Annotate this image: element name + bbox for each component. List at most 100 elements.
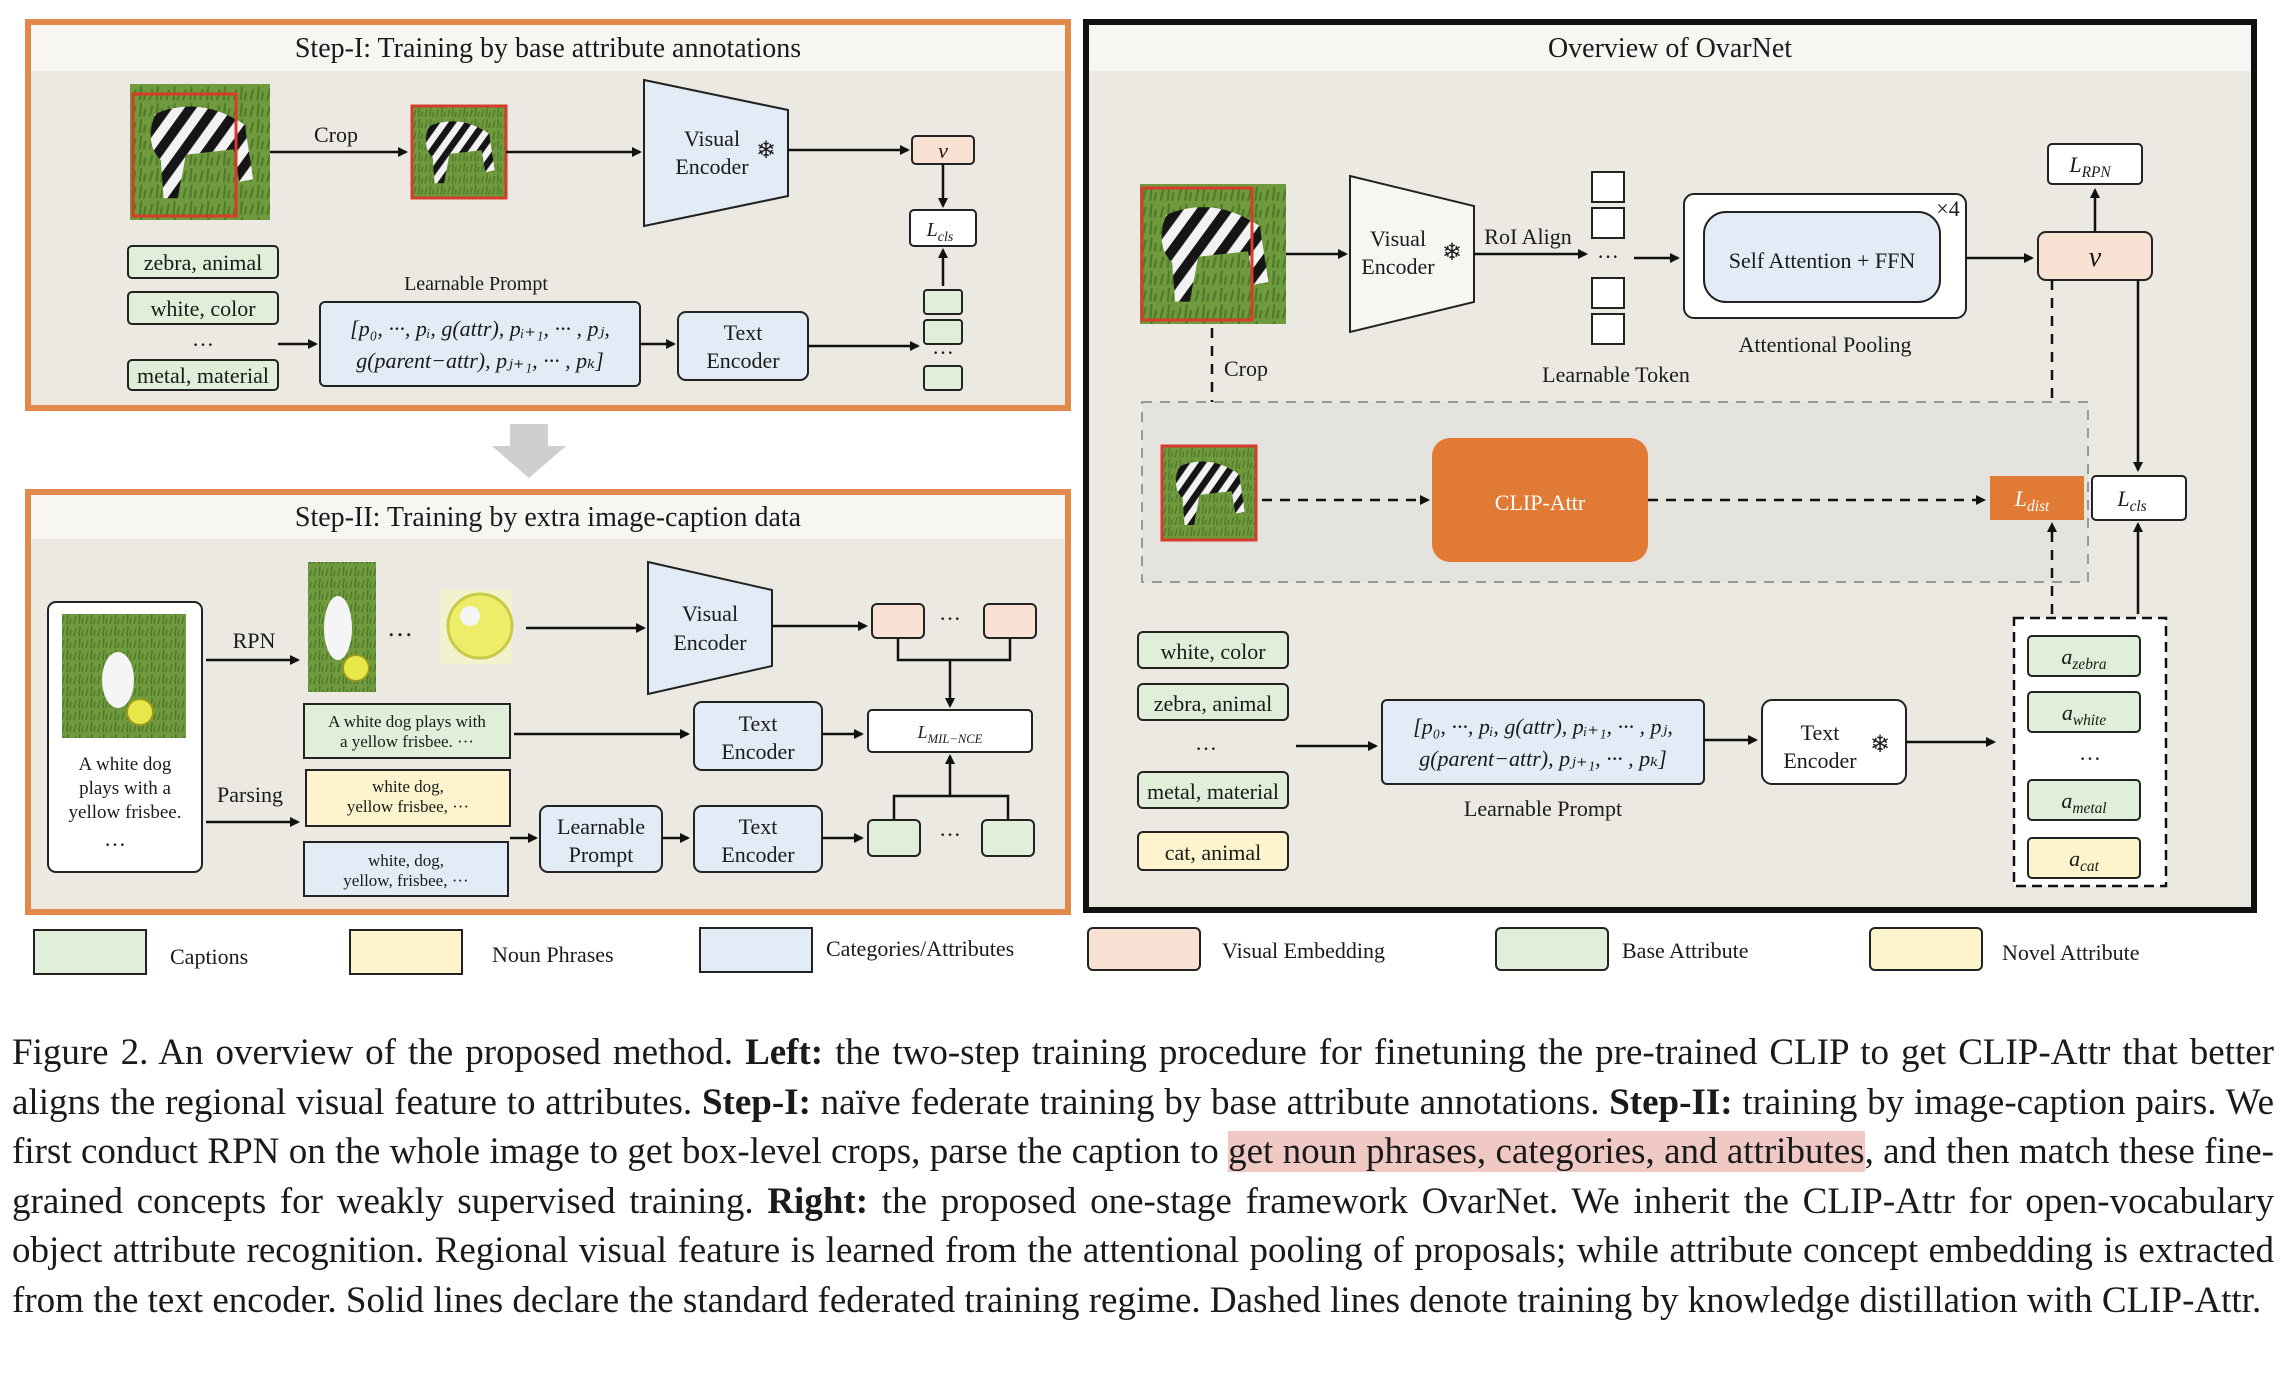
step1-title: Step-I: Training by base attribute annot… bbox=[295, 33, 801, 64]
svg-text:A white dog: A white dog bbox=[79, 754, 172, 775]
svg-text:Text: Text bbox=[1801, 720, 1840, 745]
svg-text:Lcls: Lcls bbox=[2116, 486, 2146, 515]
snowflake-icon: ❄ bbox=[1870, 732, 1890, 758]
step2-image-caption-card: A white dog plays with a yellow frisbee.… bbox=[47, 601, 203, 873]
svg-text:…: … bbox=[2079, 740, 2101, 765]
svg-text:yellow, frisbee, ···: yellow, frisbee, ··· bbox=[343, 871, 468, 890]
step1-crop-label: Crop bbox=[314, 122, 358, 147]
figure-diagram: Step-I: Training by base attribute annot… bbox=[25, 19, 2257, 975]
step1-attribute-list: zebra, animal white, color … metal, mate… bbox=[127, 245, 279, 391]
overview-lrpn-box bbox=[2047, 143, 2143, 185]
step2-frisbee-crop bbox=[440, 590, 514, 664]
step2-visual-encoder: Visual Encoder bbox=[647, 560, 773, 696]
svg-text:…: … bbox=[104, 826, 126, 851]
overview-lcls-box bbox=[2091, 475, 2187, 521]
svg-text:Encoder: Encoder bbox=[706, 348, 780, 373]
svg-text:···: ··· bbox=[932, 340, 954, 365]
svg-text:azebra: azebra bbox=[2061, 644, 2107, 673]
svg-text:a yellow frisbee. ···: a yellow frisbee. ··· bbox=[340, 732, 474, 751]
legend-novel-attribute: Novel Attribute bbox=[2002, 940, 2139, 965]
svg-text:zebra, animal: zebra, animal bbox=[1154, 691, 1273, 716]
snowflake-icon: ❄ bbox=[1442, 240, 1462, 266]
svg-text:…: … bbox=[1195, 730, 1217, 755]
svg-text:Ldist: Ldist bbox=[2014, 486, 2050, 515]
overview-zebra-image bbox=[1140, 184, 1286, 324]
svg-text:···: ··· bbox=[939, 606, 961, 631]
legend-base-attribute: Base Attribute bbox=[1622, 938, 1748, 963]
overview-zebra-crop bbox=[1160, 444, 1258, 542]
step2-text-encoder-1 bbox=[693, 701, 823, 771]
svg-text:CLIP-Attr: CLIP-Attr bbox=[1495, 490, 1586, 515]
svg-text:Encoder: Encoder bbox=[673, 630, 747, 655]
svg-text:g(parent−attr), pⱼ₊₁, ··· , pₖ: g(parent−attr), pⱼ₊₁, ··· , pₖ] bbox=[1419, 746, 1667, 771]
svg-text:Visual: Visual bbox=[684, 126, 740, 151]
svg-text:[p₀, ···, pᵢ, g(attr), pᵢ₊₁, ·: [p₀, ···, pᵢ, g(attr), pᵢ₊₁, ··· , pⱼ, bbox=[1413, 714, 1673, 739]
overview-crop-label: Crop bbox=[1224, 356, 1268, 381]
legend-visual-embedding: Visual Embedding bbox=[1222, 938, 1385, 963]
svg-text:yellow frisbee.: yellow frisbee. bbox=[69, 802, 182, 823]
step2-rpn-label: RPN bbox=[233, 628, 276, 653]
svg-text:…: … bbox=[387, 613, 413, 642]
svg-text:Encoder: Encoder bbox=[1783, 748, 1857, 773]
legend: Captions Noun Phrases Categories/Attribu… bbox=[33, 927, 2139, 975]
step2-parsing-label: Parsing bbox=[217, 782, 283, 807]
overview-roi-align-label: RoI Align bbox=[1484, 224, 1571, 249]
svg-text:…: … bbox=[192, 326, 214, 351]
svg-text:Visual: Visual bbox=[682, 601, 738, 626]
svg-text:white, color: white, color bbox=[1160, 639, 1266, 664]
svg-text:metal, material: metal, material bbox=[1147, 779, 1279, 804]
svg-text:Visual: Visual bbox=[1370, 226, 1426, 251]
step2-title: Step-II: Training by extra image-caption… bbox=[295, 502, 802, 533]
overview-clip-attr-box bbox=[1432, 438, 1648, 562]
step1-learnable-prompt-label: Learnable Prompt bbox=[404, 273, 548, 295]
svg-text:white dog,: white dog, bbox=[372, 777, 444, 796]
svg-text:Lcls: Lcls bbox=[926, 219, 954, 245]
legend-captions: Captions bbox=[170, 944, 248, 969]
figure-caption: Figure 2. An overview of the proposed me… bbox=[12, 1032, 2275, 1321]
svg-text:LRPN: LRPN bbox=[2068, 152, 2111, 181]
overview-attribute-embeddings: azebra awhite … ametal acat bbox=[2012, 616, 2168, 888]
svg-text:v: v bbox=[938, 138, 948, 163]
svg-text:Text: Text bbox=[724, 320, 763, 345]
overview-learnable-token-label: Learnable Token bbox=[1542, 362, 1690, 387]
snowflake-icon: ❄ bbox=[756, 138, 776, 164]
svg-text:plays with a: plays with a bbox=[79, 778, 171, 799]
svg-text:···: ··· bbox=[939, 822, 961, 847]
svg-text:Encoder: Encoder bbox=[721, 739, 795, 764]
svg-text:g(parent−attr), pⱼ₊₁, ··· , pₖ: g(parent−attr), pⱼ₊₁, ··· , pₖ] bbox=[356, 348, 604, 373]
svg-text:[p₀, ···, pᵢ, g(attr), pᵢ₊₁, ·: [p₀, ···, pᵢ, g(attr), pᵢ₊₁, ··· , pⱼ, bbox=[350, 316, 610, 341]
svg-text:white, color: white, color bbox=[150, 296, 256, 321]
svg-text:metal, material: metal, material bbox=[137, 363, 269, 388]
svg-text:Encoder: Encoder bbox=[1361, 254, 1435, 279]
caption-highlight: get noun phrases, categories, and attrib… bbox=[1228, 1131, 1865, 1172]
svg-text:Self Attention + FFN: Self Attention + FFN bbox=[1729, 248, 1916, 273]
svg-text:Text: Text bbox=[739, 814, 778, 839]
step2-panel: Step-II: Training by extra image-caption… bbox=[25, 489, 1071, 915]
step2-visual-embedding-2 bbox=[983, 603, 1037, 639]
step1-prompt-box bbox=[319, 301, 641, 387]
step1-panel: Step-I: Training by base attribute annot… bbox=[25, 19, 1071, 411]
step1-lcls-box bbox=[909, 209, 977, 247]
svg-text:···: ··· bbox=[1597, 244, 1619, 269]
svg-text:Learnable: Learnable bbox=[557, 814, 645, 839]
overview-attentional-pooling-label: Attentional Pooling bbox=[1739, 332, 1912, 357]
overview-prompt-box bbox=[1381, 699, 1705, 785]
overview-learnable-tokens: ··· bbox=[1591, 171, 1625, 345]
overview-learnable-prompt-label: Learnable Prompt bbox=[1464, 796, 1622, 821]
svg-text:acat: acat bbox=[2069, 846, 2100, 875]
svg-text:Encoder: Encoder bbox=[675, 154, 749, 179]
svg-text:awhite: awhite bbox=[2062, 700, 2107, 729]
step1-zebra-crop bbox=[410, 104, 508, 200]
step2-caption-box: A white dog plays with a yellow frisbee.… bbox=[303, 703, 511, 759]
step1-attribute-embeddings: ··· bbox=[923, 289, 963, 391]
legend-categories: Categories/Attributes bbox=[826, 936, 1014, 961]
svg-text:LMIL−NCE: LMIL−NCE bbox=[917, 722, 983, 746]
svg-text:Encoder: Encoder bbox=[721, 842, 795, 867]
overview-panel: Overview of OvarNet Visual Encoder ❄ RoI… bbox=[1083, 19, 2257, 913]
svg-text:white, dog,: white, dog, bbox=[368, 851, 444, 870]
step2-lmil-box bbox=[867, 709, 1033, 753]
overview-ldist-box bbox=[1990, 476, 2084, 520]
step1-zebra-image bbox=[130, 84, 270, 220]
svg-text:Text: Text bbox=[739, 711, 778, 736]
svg-text:×4: ×4 bbox=[1936, 196, 1959, 221]
